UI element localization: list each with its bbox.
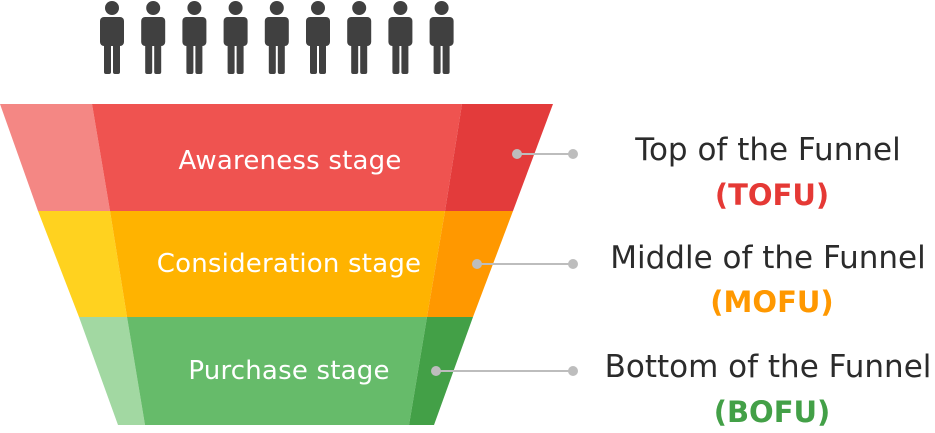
stage-label-awareness: Awareness stage <box>178 146 402 176</box>
funnel-tier-middle <box>38 211 513 317</box>
connector-middle <box>472 259 578 269</box>
person-icon <box>347 1 372 74</box>
funnel-tier-top <box>0 104 553 211</box>
funnel-level-title-middle: Middle of the Funnel <box>610 240 926 276</box>
funnel-tier-bottom-main-face <box>127 317 427 425</box>
funnel-level-abbr-bottom: (BOFU) <box>713 395 831 429</box>
person-icon <box>264 1 289 74</box>
funnel-level-title-bottom: Bottom of the Funnel <box>604 349 932 385</box>
funnel-tier-bottom <box>79 317 473 425</box>
connector-bottom-dot-right <box>568 366 578 376</box>
person-icon <box>429 1 454 74</box>
funnel-tier-middle-left-face <box>38 211 127 317</box>
connector-top-dot-right <box>568 149 578 159</box>
funnel-tier-top-main-face <box>92 104 462 211</box>
connector-top <box>512 149 578 159</box>
stage-label-purchase: Purchase stage <box>188 356 390 386</box>
person-icon <box>223 1 248 74</box>
funnel-level-abbr-top: (TOFU) <box>714 178 830 212</box>
person-icon <box>388 1 413 74</box>
funnel-level-abbr-middle: (MOFU) <box>710 285 834 319</box>
funnel-tier-middle-main-face <box>110 211 445 317</box>
connector-bottom-dot-left <box>431 366 441 376</box>
person-icon <box>182 1 207 74</box>
connector-bottom <box>431 366 578 376</box>
person-icon <box>306 1 330 74</box>
funnel-tier-top-right-face <box>445 104 553 211</box>
person-icon <box>141 1 166 74</box>
funnel-tier-top-left-face <box>0 104 110 211</box>
people-icon-row <box>100 1 454 74</box>
connector-middle-dot-right <box>568 259 578 269</box>
funnel-tier-bottom-left-face <box>79 317 145 425</box>
stage-label-consideration: Consideration stage <box>156 249 422 279</box>
funnel-tier-middle-right-face <box>427 211 513 317</box>
funnel-level-title-top: Top of the Funnel <box>635 132 901 168</box>
connector-top-dot-left <box>512 149 522 159</box>
person-icon <box>100 1 124 74</box>
connector-middle-dot-left <box>472 259 482 269</box>
